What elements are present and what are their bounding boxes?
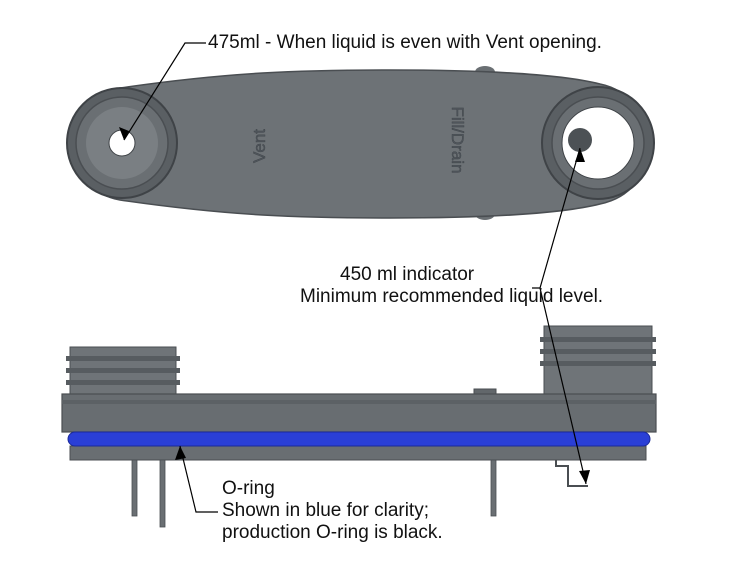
reservoir-body — [74, 69, 649, 219]
callout-450ml-line2: Minimum recommended liquid level. — [300, 286, 604, 307]
vent-emboss-label: Vent — [250, 129, 269, 163]
leader-lines — [123, 42, 587, 513]
fill-drain-port — [541, 86, 655, 200]
pin — [490, 459, 497, 517]
fill-drain-emboss-label: Fill/Drain — [448, 106, 467, 173]
level-indicator-tab — [568, 128, 592, 152]
callout-475ml: 475ml - When liquid is even with Vent op… — [208, 32, 602, 54]
callout-oring: O-ring Shown in blue for clarity; produc… — [222, 478, 443, 544]
callout-oring-line2: Shown in blue for clarity; — [222, 500, 429, 521]
arrowhead — [579, 470, 590, 484]
leader-oring — [179, 445, 218, 513]
callout-oring-line3: production O-ring is black. — [222, 522, 443, 543]
side-view — [61, 325, 657, 528]
leader-450ml-bottom — [539, 287, 587, 485]
arrowhead — [119, 127, 129, 140]
left-threaded-neck — [66, 346, 180, 396]
callout-oring-line1: O-ring — [222, 478, 275, 499]
arrowhead — [175, 446, 186, 460]
arrowhead — [575, 148, 585, 162]
top-view: Vent Fill/Drain — [66, 66, 655, 220]
callout-475ml-text: 475ml - When liquid is even with Vent op… — [208, 32, 602, 53]
callout-450ml-line1: 450 ml indicator — [340, 264, 475, 285]
vent-port — [66, 87, 178, 199]
side-lower-lip — [69, 445, 647, 461]
pin — [131, 459, 138, 517]
callout-450ml: 450 ml indicator Minimum recommended liq… — [300, 264, 603, 308]
indicator-tube — [555, 460, 588, 487]
leader-475ml — [123, 42, 206, 141]
pin — [159, 459, 166, 528]
o-ring — [67, 431, 651, 447]
side-body — [61, 393, 657, 433]
leader-arrowheads — [119, 127, 590, 484]
